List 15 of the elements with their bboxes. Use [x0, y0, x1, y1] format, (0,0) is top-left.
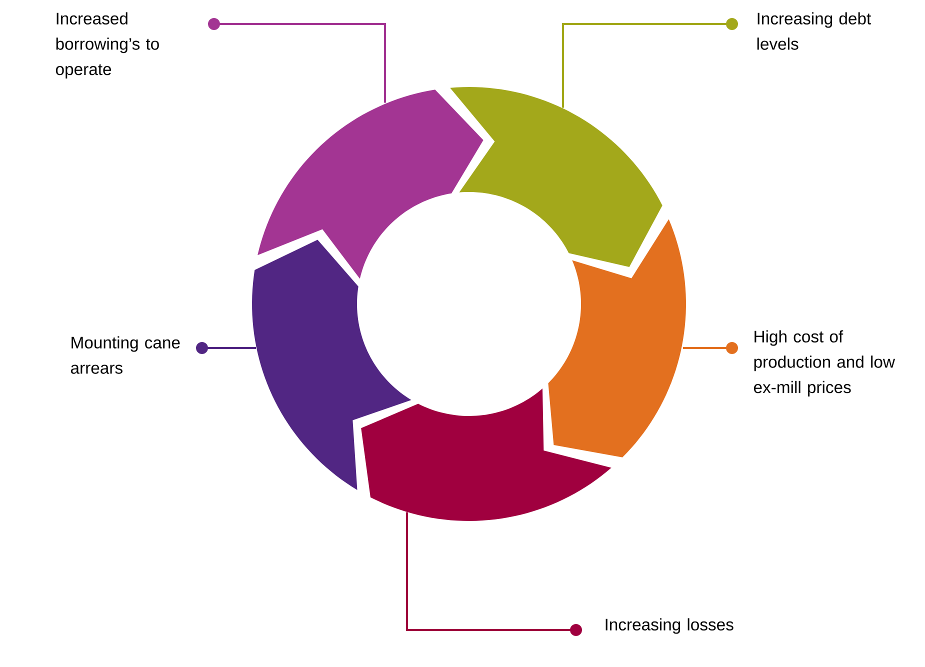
leader-line — [683, 342, 738, 354]
leader-line — [208, 18, 386, 103]
leader-line — [406, 512, 582, 636]
leader-line — [196, 342, 256, 354]
label-text: Mounting cane arrears — [70, 336, 180, 374]
ring-segment — [450, 87, 662, 267]
ring-segment — [252, 240, 412, 490]
label-text: Increasing debt levels — [757, 12, 872, 50]
ring-segment — [258, 90, 484, 279]
label-text: Increasing losses — [606, 618, 734, 634]
label-text: Increased borrowing’s to operate — [56, 12, 159, 78]
ring-segment — [548, 219, 686, 458]
label-text: High cost of production and low ex-mill prices — [754, 330, 896, 396]
ring-segment — [361, 388, 612, 521]
leader-line — [562, 18, 738, 108]
